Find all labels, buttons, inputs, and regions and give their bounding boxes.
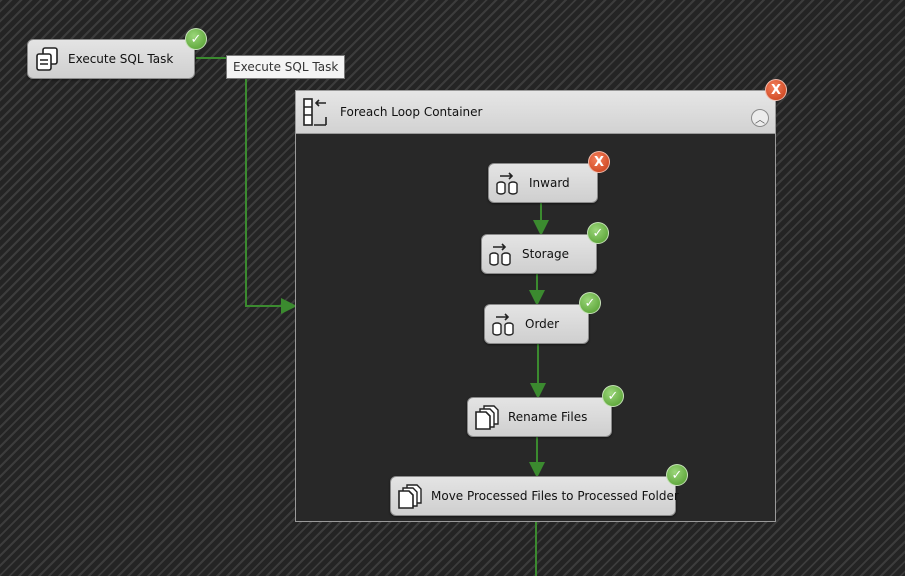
- container-failure-badge: X: [765, 79, 787, 101]
- storage-label: Storage: [522, 247, 569, 261]
- foreach-loop-container[interactable]: Foreach Loop Container ︿: [295, 90, 776, 522]
- move-files-label: Move Processed Files to Processed Folder: [431, 489, 679, 503]
- execute-sql-task[interactable]: Execute SQL Task: [27, 39, 195, 79]
- file-system-icon: [475, 405, 499, 430]
- storage-task[interactable]: Storage: [481, 234, 597, 274]
- sql-task-icon: [36, 47, 58, 71]
- collapse-button[interactable]: ︿: [751, 109, 769, 127]
- inward-failure-badge: X: [588, 151, 610, 173]
- file-system-icon: [398, 484, 422, 509]
- data-flow-icon: [492, 313, 514, 336]
- container-title: Foreach Loop Container: [340, 105, 483, 119]
- foreach-loop-icon: [303, 98, 327, 126]
- move-files-task[interactable]: Move Processed Files to Processed Folder: [390, 476, 679, 516]
- execute-sql-success-badge: ✓: [185, 28, 207, 50]
- rename-files-task[interactable]: Rename Files: [467, 397, 612, 437]
- data-flow-icon: [496, 172, 518, 195]
- order-success-badge: ✓: [579, 292, 601, 314]
- storage-success-badge: ✓: [587, 222, 609, 244]
- move-files-success-badge: ✓: [666, 464, 688, 486]
- inward-task[interactable]: Inward: [488, 163, 598, 203]
- order-task[interactable]: Order: [484, 304, 589, 344]
- execute-sql-task-label: Execute SQL Task: [68, 52, 174, 66]
- rename-files-label: Rename Files: [508, 410, 588, 424]
- data-flow-icon: [489, 243, 511, 266]
- connector-sql-to-container[interactable]: [196, 57, 297, 314]
- tooltip: Execute SQL Task: [226, 55, 346, 79]
- container-header[interactable]: Foreach Loop Container ︿: [296, 91, 775, 134]
- order-label: Order: [525, 317, 560, 331]
- rename-files-success-badge: ✓: [602, 385, 624, 407]
- inward-label: Inward: [529, 176, 570, 190]
